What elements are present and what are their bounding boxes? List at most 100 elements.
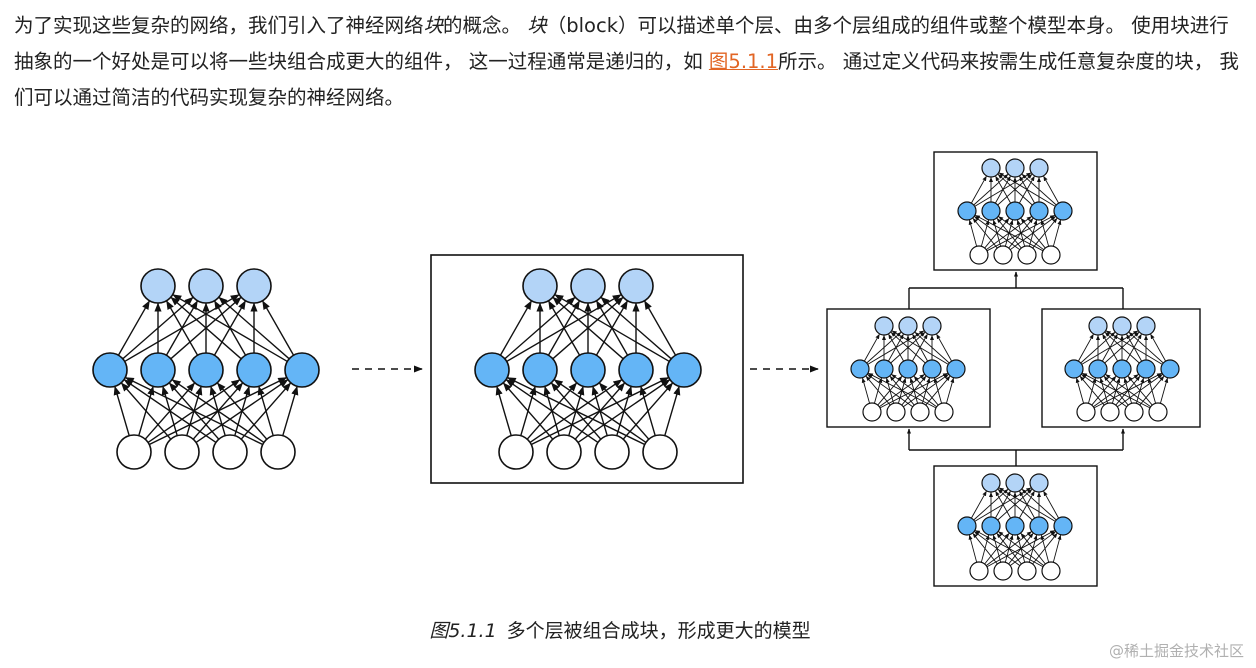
small-network-bottom-edge [974, 530, 1044, 568]
network-block-edge [506, 377, 646, 446]
small-network-right-edge [1079, 375, 1105, 406]
network-block-input-neuron [498, 434, 534, 470]
small-network-left-input-neuron [934, 402, 954, 422]
small-network-top-hidden-neuron [1005, 201, 1025, 221]
small-network-right-edge [1081, 374, 1127, 408]
small-network-left [850, 316, 966, 422]
small-network-left-hidden-neuron [922, 359, 942, 379]
small-network-top-hidden-neuron [957, 201, 977, 221]
small-network-right-hidden-neuron [1064, 359, 1084, 379]
small-network-left-hidden-neuron [874, 359, 894, 379]
small-network-top-input-neuron [1017, 245, 1037, 265]
network-plain-input-neuron [116, 434, 152, 470]
small-network-left-edge [868, 372, 937, 409]
small-network-right-hidden-neuron [1160, 359, 1180, 379]
small-network-left-edge [933, 377, 943, 404]
small-network-bottom-hidden-neuron [981, 516, 1001, 536]
network-block-hidden-neuron [666, 352, 702, 388]
network-block-input-neuron [594, 434, 630, 470]
small-network-bottom-hidden-neuron [957, 516, 977, 536]
small-network-right-edge [1150, 333, 1167, 362]
small-network-bottom-input-neuron [1041, 561, 1061, 581]
small-network-left-edge [936, 333, 953, 362]
small-network-top-edge [998, 172, 1056, 207]
network-block-edge [499, 300, 532, 356]
small-network-top-edge [1020, 217, 1046, 249]
network-plain-edge [117, 300, 150, 356]
small-network-top-hidden-neuron [1029, 201, 1049, 221]
small-network-right-input-neuron [1100, 402, 1120, 422]
network-block-hidden-neuron [570, 352, 606, 388]
small-block-box-right [1041, 308, 1201, 428]
small-network-right-edge [1128, 332, 1164, 364]
small-network-bottom-edge [1020, 533, 1046, 565]
small-network-left-edge [863, 333, 880, 362]
small-network-bottom-input-neuron [993, 561, 1013, 581]
small-network-left-output-neuron [874, 316, 894, 336]
small-network-bottom-edge [968, 534, 978, 563]
figure-link[interactable]: 图5.1.1 [708, 50, 779, 73]
small-network-left-edge [867, 374, 913, 408]
small-network-right-input-neuron [1124, 402, 1144, 422]
small-network-right-output-neuron [1112, 316, 1132, 336]
small-network-right-edge [1104, 332, 1140, 364]
network-plain [92, 268, 320, 470]
small-network-left-input-neuron [862, 402, 882, 422]
network-plain-input-neuron [164, 434, 200, 470]
network-block-output-neuron [522, 268, 558, 304]
network-block-edge [502, 382, 554, 440]
small-network-top-edge [970, 175, 987, 204]
small-network-top-edge [998, 216, 1045, 251]
network-plain-edge [123, 379, 217, 443]
network-block-input-neuron [546, 434, 582, 470]
network-plain-edge [113, 385, 130, 436]
network-plain-hidden-neuron [284, 352, 320, 388]
small-network-bottom-input-neuron [969, 561, 989, 581]
network-block-edge [552, 296, 624, 360]
caption-text: 多个层被组合成块，形成更大的模型 [506, 620, 811, 642]
small-network-left-output-neuron [922, 316, 942, 336]
network-plain-input-neuron [260, 434, 296, 470]
small-network-left-output-neuron [898, 316, 918, 336]
block-composition-figure [92, 151, 1201, 587]
network-plain-edge [171, 379, 265, 443]
small-network-bottom-output-neuron [1029, 473, 1049, 493]
small-network-right-output-neuron [1088, 316, 1108, 336]
network-plain-hidden-neuron [140, 352, 176, 388]
network-plain-edge [282, 385, 299, 436]
small-network-bottom-hidden-neuron [1005, 516, 1025, 536]
network-block-edge [600, 296, 672, 360]
small-network-bottom-edge [974, 531, 1021, 566]
small-network-top-input-neuron [969, 245, 989, 265]
network-block-edge [639, 385, 656, 436]
small-network-right-input-neuron [1076, 402, 1096, 422]
small-network-top-hidden-neuron [1053, 201, 1073, 221]
watermark: @稀土掘金技术社区 [1108, 642, 1244, 660]
network-plain-input-neuron [212, 434, 248, 470]
small-network-left-edge [865, 375, 891, 406]
small-network-bottom-edge [972, 533, 998, 565]
small-network-left-edge [888, 333, 905, 362]
network-block-output-neuron [618, 268, 654, 304]
small-network-right-edge [1077, 333, 1094, 362]
block-term: 块 [423, 14, 444, 37]
small-network-bottom-output-neuron [1005, 473, 1025, 493]
small-network-right-hidden-neuron [1088, 359, 1108, 379]
network-block-edge [553, 379, 647, 443]
small-network-bottom [957, 473, 1073, 581]
small-network-top-output-neuron [1029, 158, 1049, 178]
network-plain-output-neuron [236, 268, 272, 304]
small-network-right-hidden-neuron [1136, 359, 1156, 379]
block-term-2: 块 [527, 14, 547, 37]
paragraph-text-2: 的概念。 [443, 14, 528, 37]
paragraph-text-1: 为了实现这些复杂的网络，我们引入了神经网络 [14, 14, 424, 37]
network-block-output-neuron [570, 268, 606, 304]
network-block-edge [644, 300, 677, 356]
small-network-right [1064, 316, 1180, 422]
network-block-input-neuron [642, 434, 678, 470]
small-network-bottom-edge [995, 490, 1012, 519]
small-network-right-edge [1105, 374, 1151, 408]
small-network-right-edge [1075, 377, 1085, 404]
network-plain-edge [124, 377, 264, 446]
small-network-right-edge [1127, 375, 1153, 406]
